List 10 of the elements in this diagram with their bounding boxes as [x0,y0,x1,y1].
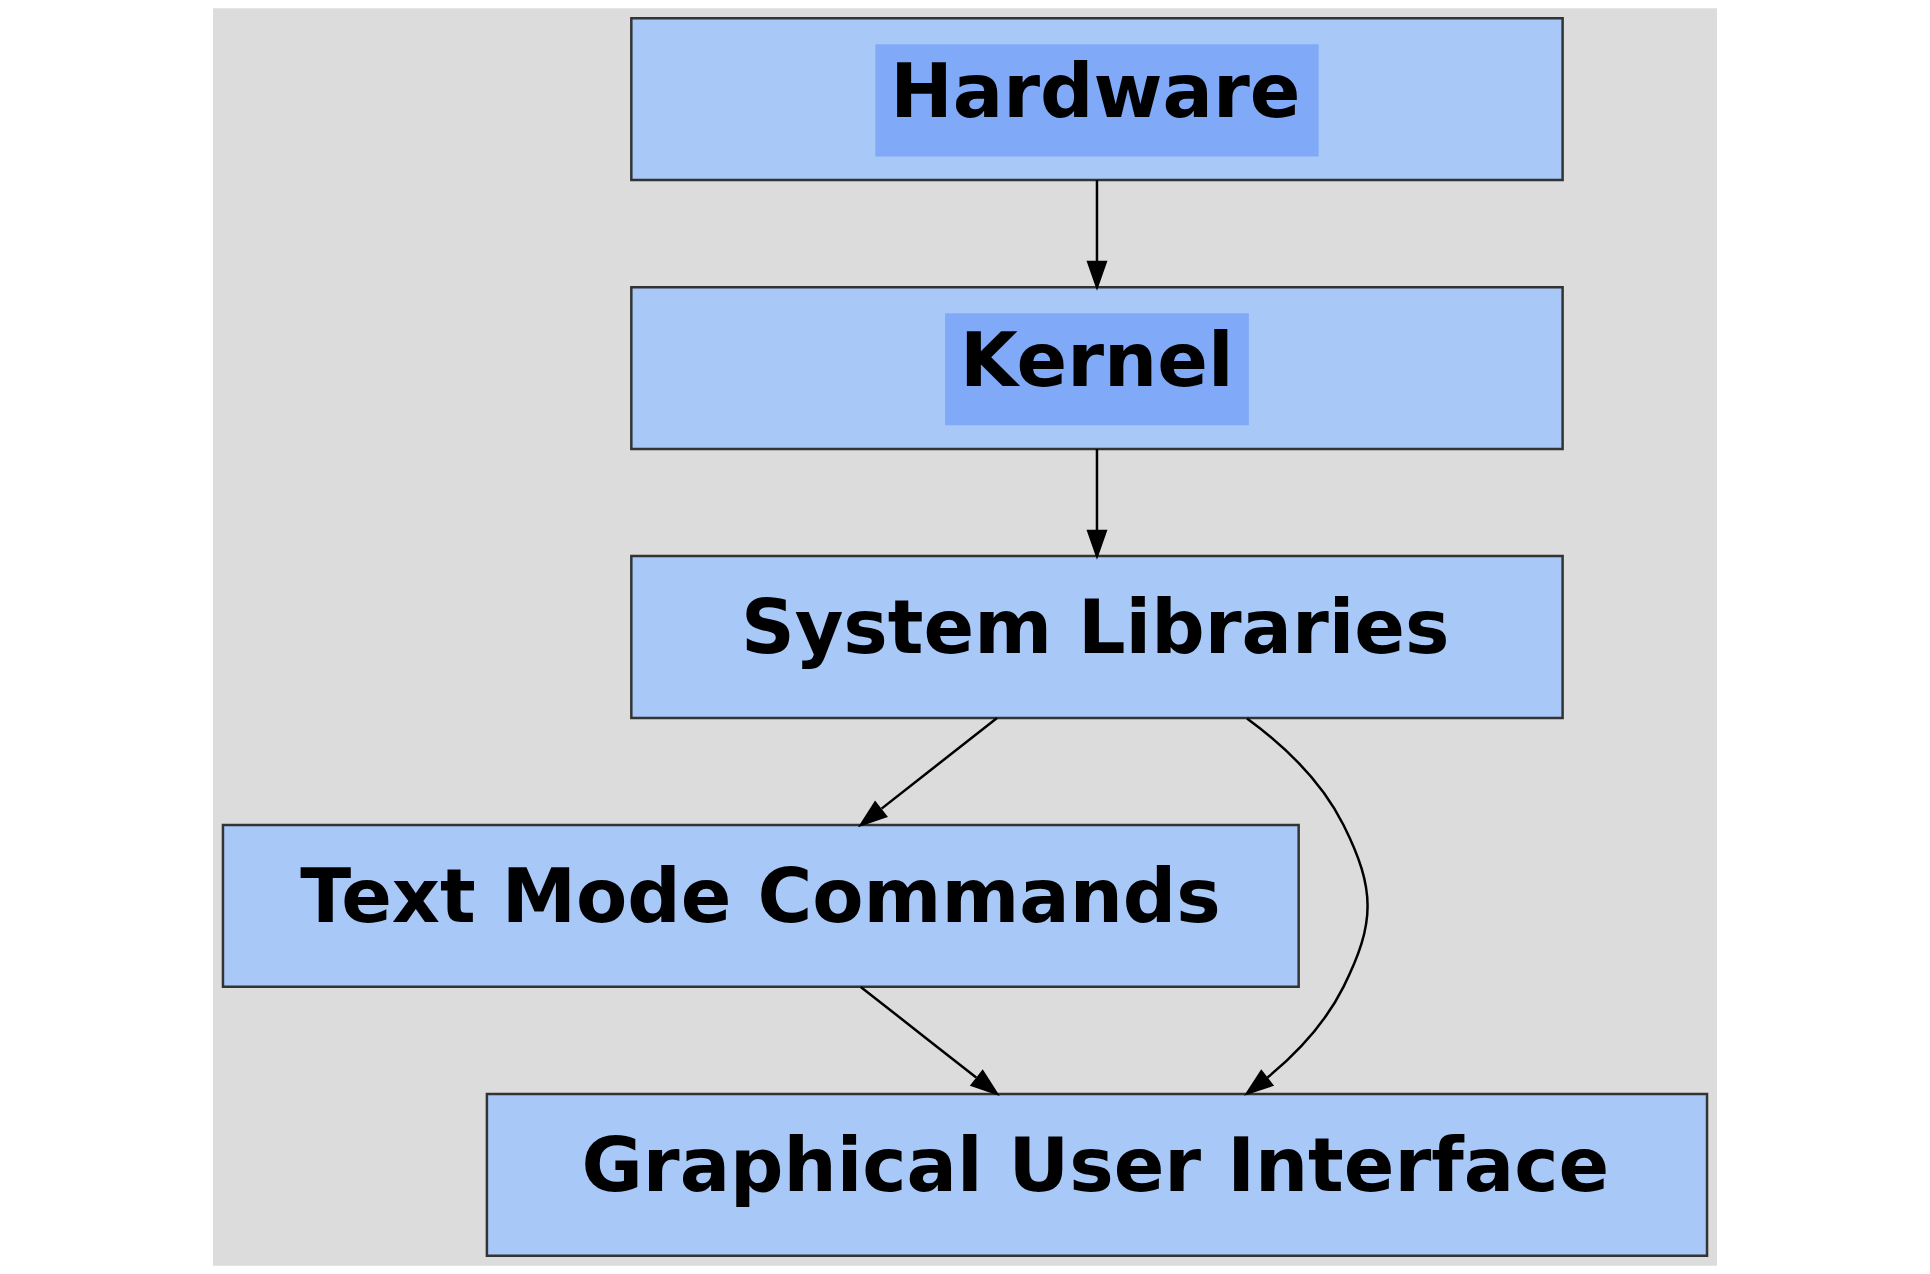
arrow [858,717,998,828]
node-box: System Libraries [630,554,1564,720]
arrow [1244,717,1369,1096]
node-box: Kernel [630,285,1564,451]
node-box: Text Mode Commands [221,823,1300,989]
arrow [860,985,1000,1097]
arrow [1086,449,1108,560]
arrow [1086,180,1108,291]
node-box: Hardware [630,16,1564,182]
node-box: Graphical User Interface [485,1092,1709,1258]
